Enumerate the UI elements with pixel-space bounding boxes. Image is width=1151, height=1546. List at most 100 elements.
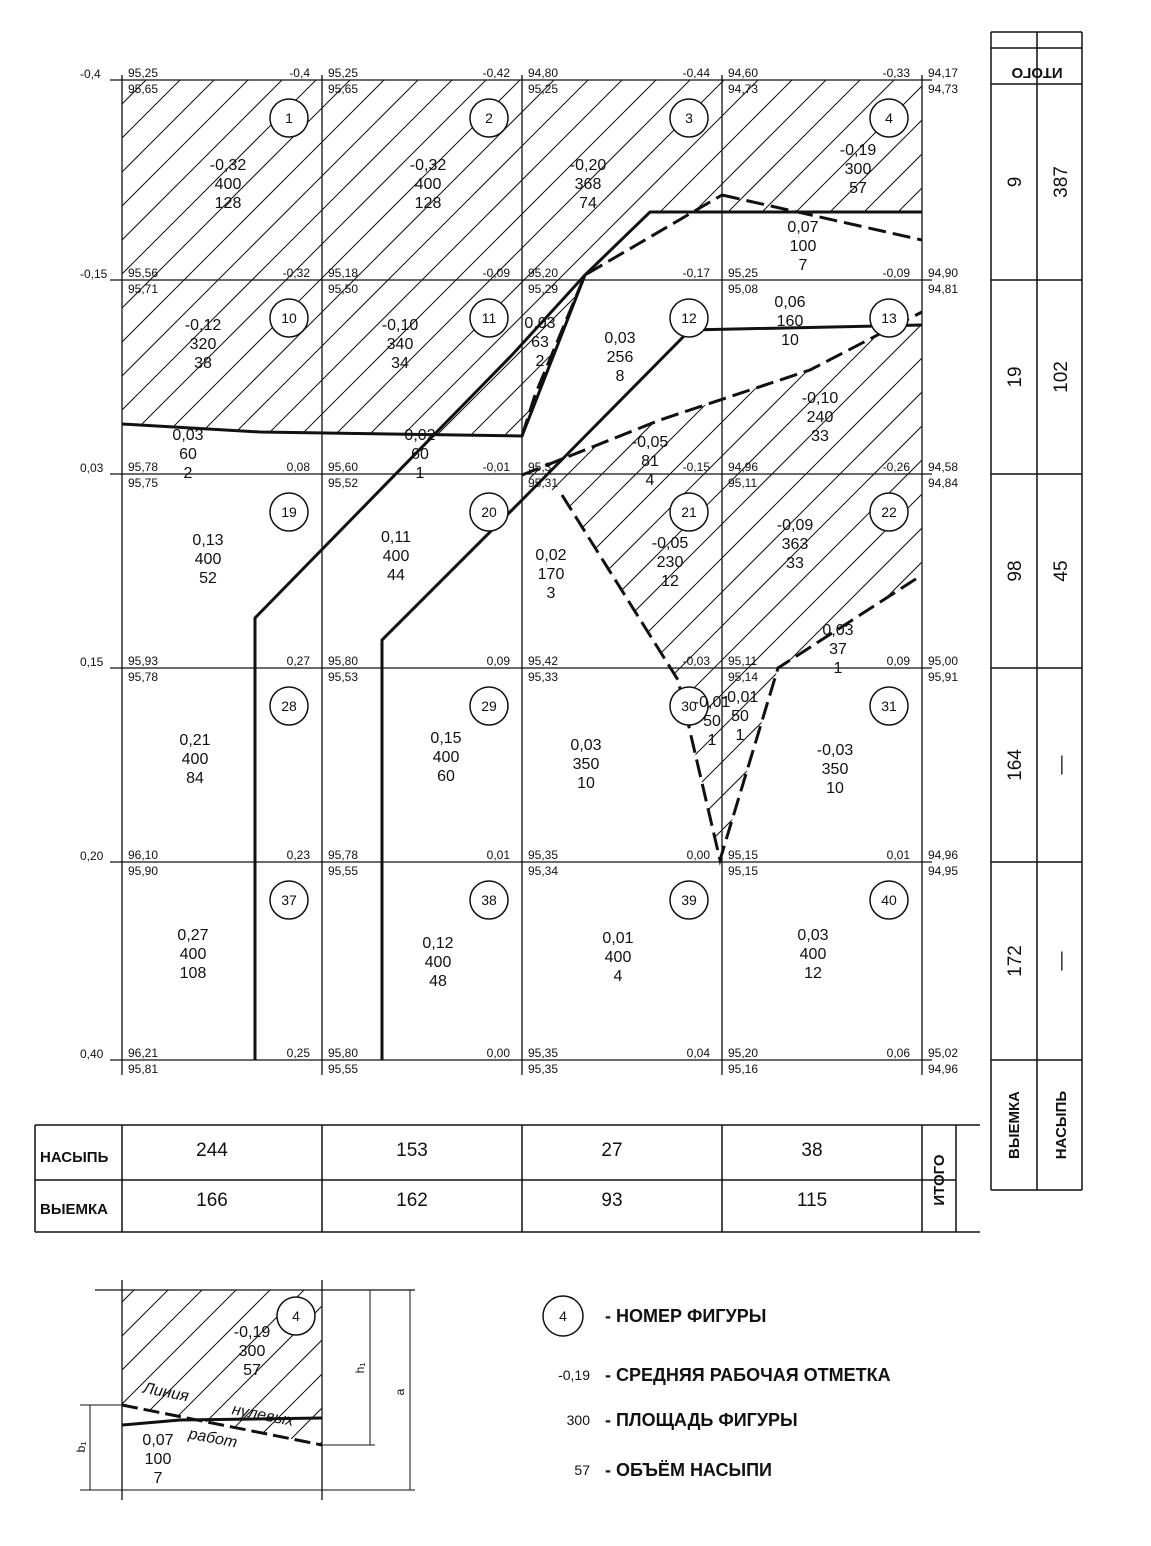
figure-value: 400	[383, 548, 410, 565]
row-cut-volume: 9	[1005, 177, 1026, 188]
figure-value: -0,05	[652, 535, 689, 552]
figure-value: 84	[186, 770, 204, 787]
figure-value: 0,15	[430, 730, 461, 747]
figure-number-circle	[269, 880, 309, 920]
figure-value: 0,11	[381, 529, 411, 546]
hatch-line	[122, 80, 657, 436]
figure-number: 4	[885, 110, 893, 126]
black-mark: 95,31	[528, 476, 558, 490]
figure-value: 12	[661, 573, 679, 590]
hatch-line	[122, 1290, 291, 1445]
work-mark: 0,23	[287, 848, 311, 862]
black-mark: 95,25	[528, 82, 558, 96]
figure-value: 240	[807, 409, 834, 426]
design-mark: 94,58	[928, 460, 958, 474]
black-mark: 95,11	[728, 476, 757, 490]
work-mark: 0,00	[487, 1046, 511, 1060]
figure-value: 350	[822, 761, 849, 778]
hatch-line	[122, 80, 555, 436]
black-mark: 95,14	[728, 670, 758, 684]
black-mark: 95,35	[528, 1062, 558, 1076]
partial-figure-value: 0,06	[774, 294, 805, 311]
hatch-line	[522, 312, 691, 860]
hatch-line	[522, 312, 827, 860]
work-mark: -0,42	[483, 66, 511, 80]
figure-value: 1	[736, 727, 745, 744]
legend-item: -0,19- СРЕДНЯЯ РАБОЧАЯ ОТМЕТКА	[558, 1365, 891, 1385]
hatch-line	[522, 312, 922, 860]
inset-line-word: Линия	[141, 1380, 191, 1406]
legend-item: 4- НОМЕР ФИГУРЫ	[542, 1295, 766, 1337]
work-mark: 0,25	[287, 1046, 311, 1060]
dim-b1: b₁	[74, 1442, 88, 1453]
design-mark: 95,35	[528, 1046, 558, 1060]
design-mark: 95,18	[328, 266, 358, 280]
figure-value: 33	[811, 428, 829, 445]
figure-number: 38	[481, 892, 497, 908]
hatch-line	[522, 312, 922, 860]
hatch-line	[522, 312, 922, 860]
figure-number: 37	[281, 892, 297, 908]
hatch-line	[122, 80, 793, 436]
figure-number-circle	[869, 880, 909, 920]
hatch-line	[0, 1270, 86, 1500]
hatch-line	[122, 80, 453, 436]
partial-figure-value: 0,03	[822, 622, 853, 639]
hatch-line	[522, 312, 922, 860]
hatch-line	[1064, 80, 1151, 1100]
partial-figure-value: 10	[781, 332, 799, 349]
hatch-line	[553, 312, 922, 860]
inset-lower-value: 7	[154, 1470, 163, 1487]
design-mark: 95,25	[328, 66, 358, 80]
solid-boundary-2	[380, 323, 923, 1060]
work-mark: -0,4	[80, 67, 101, 81]
work-mark: -0,33	[883, 66, 911, 80]
inset-number-circle	[276, 1296, 316, 1336]
figure-number-circle	[269, 298, 309, 338]
hatch-line	[0, 80, 10, 1100]
design-mark: 95,15	[728, 848, 758, 862]
partial-figure-value: 0,07	[787, 219, 818, 236]
partial-figure-value: 37	[829, 641, 847, 658]
figure-value: 128	[215, 195, 242, 212]
hatch-line	[522, 312, 922, 860]
black-mark: 95,50	[328, 282, 358, 296]
figure-value: -0,20	[570, 157, 607, 174]
work-mark: 0,04	[687, 1046, 711, 1060]
black-mark: 95,90	[128, 864, 158, 878]
design-mark: 95,78	[328, 848, 358, 862]
design-mark: 95,02	[928, 1046, 958, 1060]
hatch-line	[0, 80, 486, 1100]
hatch-line	[522, 312, 922, 860]
hatch-line	[0, 80, 44, 1100]
figure-number: 3	[685, 110, 693, 126]
hatch-line	[522, 312, 657, 860]
figure-value: 60	[437, 768, 455, 785]
black-mark: 95,34	[528, 864, 558, 878]
hatch-line	[522, 312, 922, 860]
partial-figure-value: 0,03	[172, 427, 203, 444]
hatch-line	[122, 80, 827, 436]
hatch-line	[587, 80, 922, 436]
hatch-line	[122, 80, 385, 436]
design-mark: 95,42	[528, 654, 558, 668]
figure-value: 300	[845, 161, 872, 178]
hatch-line	[1030, 80, 1151, 1100]
hatch-line	[122, 80, 922, 436]
hatch-line	[0, 80, 112, 1100]
partial-figure-value: 60	[179, 446, 197, 463]
partial-figure-value: 350	[573, 756, 600, 773]
partial-figure-value: 63	[531, 334, 549, 351]
figure-number-circle	[269, 686, 309, 726]
figure-value: 8	[616, 368, 625, 385]
figure-number-circle	[869, 98, 909, 138]
black-mark: 95,65	[328, 82, 358, 96]
legend-key: 4	[559, 1308, 567, 1324]
inset-line-word: нулевых	[230, 1401, 296, 1430]
hatch-line	[122, 80, 249, 436]
